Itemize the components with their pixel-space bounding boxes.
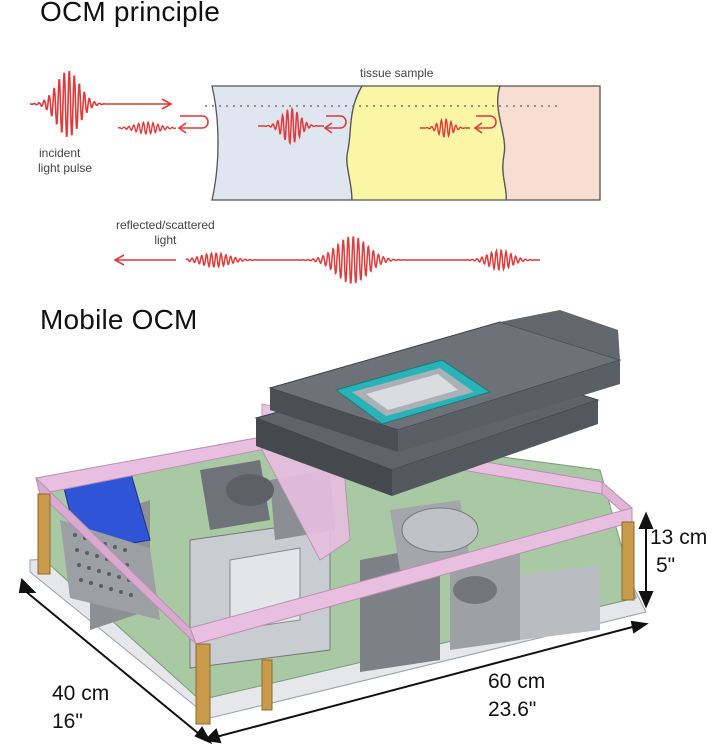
incident-label-line1: incident <box>39 146 81 160</box>
length-dimension: 60 cm 23.6" <box>488 668 545 724</box>
tissue-sample-label: tissue sample <box>360 66 434 80</box>
incident-pulse-wave <box>30 70 106 138</box>
perforated-panel <box>60 520 160 620</box>
mobile-ocm-title: Mobile OCM <box>40 304 198 335</box>
length-cm: 60 cm <box>488 670 546 693</box>
reflected-label-line1: reflected/scattered <box>116 218 215 232</box>
width-dimension: 40 cm 16" <box>52 680 109 736</box>
width-in: 16" <box>52 710 83 733</box>
width-cm: 40 cm <box>52 682 110 705</box>
reflected-small-wave-1 <box>117 120 177 136</box>
incident-arrow <box>106 98 173 110</box>
ocm-principle-title: OCM principle <box>40 0 220 27</box>
xy-stage <box>254 310 622 496</box>
length-in: 23.6" <box>488 698 537 721</box>
incident-label-line2: light pulse <box>38 161 93 175</box>
height-in: 5" <box>656 554 676 577</box>
reflect-arrow-1 <box>177 115 209 134</box>
tissue-sample <box>211 85 601 201</box>
reflected-arrow-left <box>113 254 176 266</box>
reflected-label-line2: light <box>154 233 177 247</box>
dimension-arrows <box>18 511 654 745</box>
incident-label: incident light pulse <box>38 146 92 176</box>
wooden-posts <box>37 493 635 725</box>
pulse-in-tissue-wave <box>258 106 324 146</box>
height-dimension: 13 cm 5" <box>650 524 707 580</box>
pulse-in-yellow-layer-wave <box>420 117 470 139</box>
reflect-arrow-3 <box>473 115 497 134</box>
reflected-line-wave <box>185 236 540 284</box>
reflect-arrow-2 <box>323 115 347 134</box>
reflected-label: reflected/scattered light <box>116 218 215 248</box>
height-cm: 13 cm <box>650 526 708 549</box>
